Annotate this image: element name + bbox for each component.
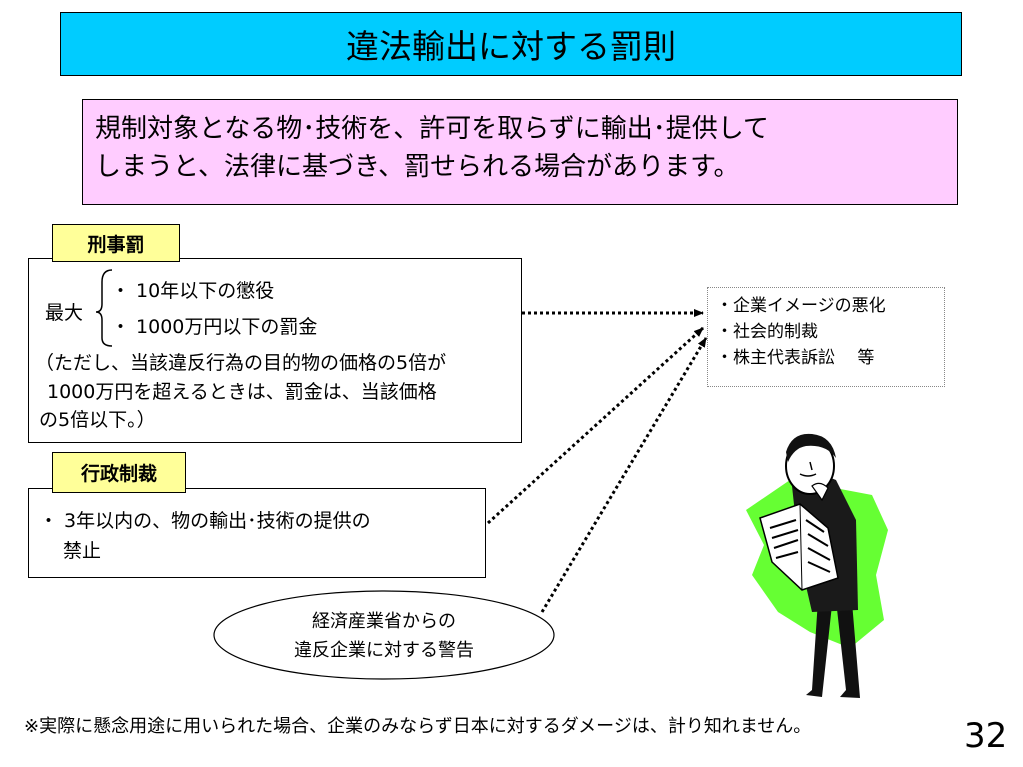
- administrative-sanction-box: ・ 3年以内の、物の輸出･技術の提供の 禁止: [28, 488, 486, 578]
- sanction-line-2: 禁止: [63, 540, 102, 562]
- criminal-penalty-box: 最大 ・ 10年以下の懲役 ・ 1000万円以下の罰金 （ただし、当該違反行為の…: [28, 258, 522, 443]
- administrative-sanction-tag-label: 行政制裁: [80, 463, 157, 485]
- warning-line-1: 経済産業省からの: [312, 611, 456, 632]
- page-title: 違法輸出に対する罰則: [60, 12, 962, 76]
- arrow-sanction-to-consequences: [486, 326, 705, 525]
- page-number: 32: [964, 716, 1007, 756]
- intro-box: 規制対象となる物･技術を、許可を取らずに輸出･提供して しまうと、法律に基づき、…: [82, 99, 958, 205]
- bracket: [95, 269, 113, 347]
- man-reading-newspaper-illustration: [746, 433, 888, 698]
- consequence-item: ・企業イメージの悪化: [716, 296, 886, 316]
- page-title-text: 違法輸出に対する罰則: [346, 27, 676, 66]
- warning-ellipse: [213, 590, 555, 680]
- penalty-note-line-3: の5倍以下。）: [39, 409, 156, 431]
- footnote-text: ※実際に懸念用途に用いられた場合、企業のみならず日本に対するダメージは、計り知れ…: [24, 716, 812, 737]
- footnote: ※実際に懸念用途に用いられた場合、企業のみならず日本に対するダメージは、計り知れ…: [24, 712, 811, 738]
- sanction-line-1: ・ 3年以内の、物の輸出･技術の提供の: [39, 510, 371, 532]
- penalty-item-fine: ・ 1000万円以下の罰金: [111, 316, 318, 338]
- consequences-box: ・企業イメージの悪化 ・社会的制裁 ・株主代表訴訟 等: [707, 287, 945, 387]
- criminal-penalty-tag: 刑事罰: [52, 224, 180, 262]
- administrative-sanction-tag: 行政制裁: [52, 452, 186, 493]
- intro-line-1: 規制対象となる物･技術を、許可を取らずに輸出･提供して: [95, 114, 769, 144]
- penalty-item-prison: ・ 10年以下の懲役: [111, 280, 275, 302]
- page-number-text: 32: [964, 716, 1008, 756]
- criminal-penalty-tag-label: 刑事罰: [87, 233, 145, 256]
- arrow-warning-to-consequences: [540, 337, 708, 613]
- max-label: 最大: [45, 302, 84, 324]
- warning-line-2: 違反企業に対する警告: [294, 640, 474, 661]
- consequence-item: ・社会的制裁: [716, 322, 818, 342]
- intro-line-2: しまうと、法律に基づき、罰せられる場合があります。: [95, 152, 740, 182]
- penalty-note-line-2: 1000万円を超えるときは、罰金は、当該価格: [47, 381, 437, 403]
- penalty-note-line-1: （ただし、当該違反行為の目的物の価格の5倍が: [35, 352, 447, 374]
- consequence-item: ・株主代表訴訟 等: [716, 348, 875, 368]
